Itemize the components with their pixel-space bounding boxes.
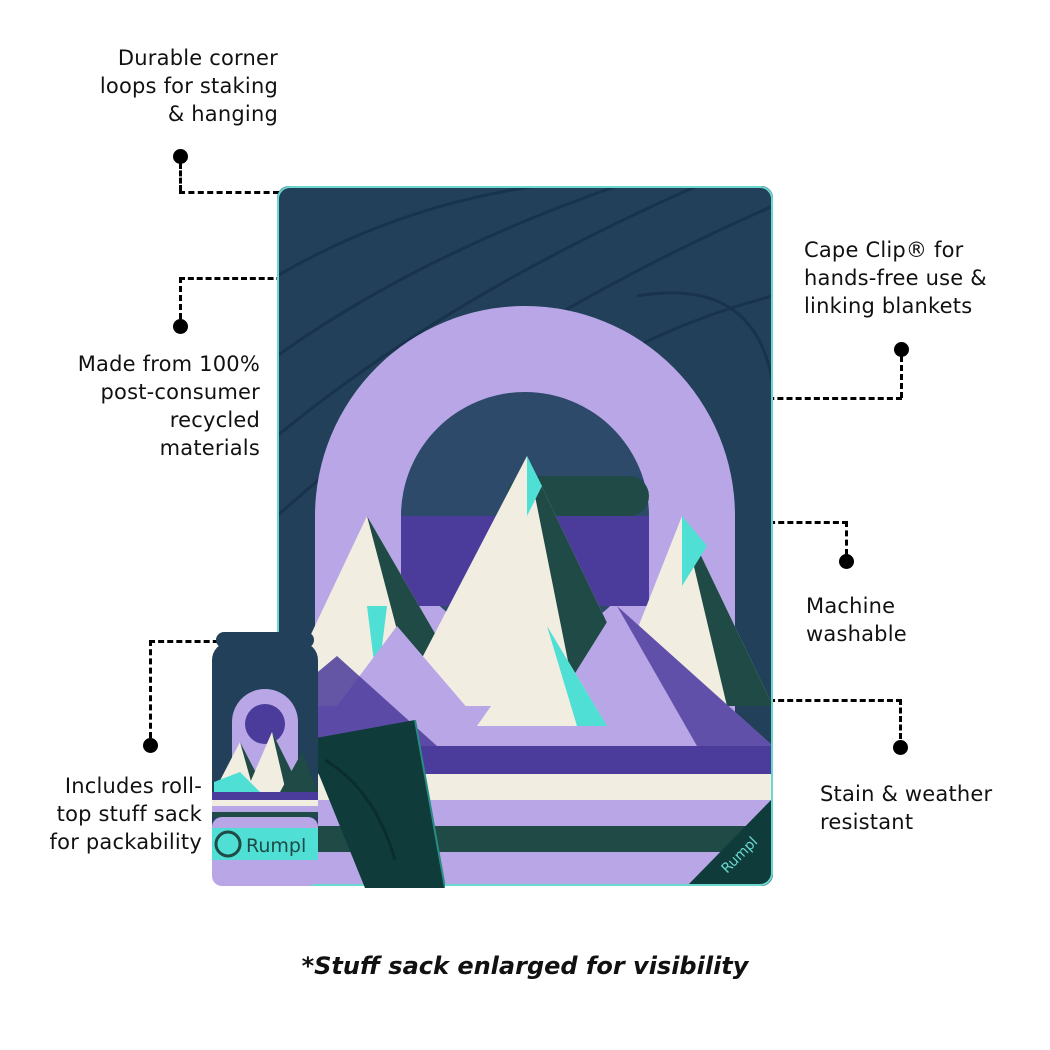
callout-line [149,640,152,738]
feature-text: resistant [820,810,914,834]
feature-text: washable [806,622,907,646]
feature-recycled: Made from 100% post-consumer recycled ma… [40,350,260,462]
feature-stuff-sack: Includes roll- top stuff sack for packab… [20,772,202,856]
callout-line [845,521,848,555]
feature-text: Durable corner [117,46,278,70]
footnote: *Stuff sack enlarged for visibility [301,952,749,980]
stuff-sack-image: Rumpl [212,632,318,886]
callout-line [179,277,309,280]
callout-line [750,397,902,400]
brand-logo: Rumpl [246,835,306,857]
feature-text: Includes roll- [64,774,202,798]
feature-text: hands-free use & [804,266,987,290]
feature-washable: Machine washable [806,592,1006,648]
callout-dot [839,554,854,569]
callout-line [149,640,237,643]
feature-text: recycled [169,408,260,432]
feature-text: for packability [49,830,202,854]
feature-text: Cape Clip® for [804,238,964,262]
feature-cape-clip: Cape Clip® for hands-free use & linking … [804,236,1044,320]
callout-line [760,521,848,524]
callout-line [900,356,903,398]
feature-text: Stain & weather [820,782,993,806]
callout-line [179,191,279,194]
feature-text: & hanging [167,102,278,126]
callout-dot [893,740,908,755]
blanket-folded-corner [305,720,445,888]
feature-text: top stuff sack [56,802,202,826]
feature-corner-loops: Durable corner loops for staking & hangi… [60,44,278,128]
feature-text: loops for staking [99,74,278,98]
feature-text: post-consumer [100,380,260,404]
callout-line [179,163,182,191]
feature-text: Made from 100% [77,352,260,376]
callout-dot [173,319,188,334]
callout-dot [894,342,909,357]
feature-text: linking blankets [804,294,973,318]
feature-text: materials [159,436,260,460]
callout-dot [143,738,158,753]
feature-stain: Stain & weather resistant [820,780,1040,836]
feature-text: Machine [806,594,896,618]
callout-line [760,699,902,702]
callout-line [179,277,182,319]
callout-line [899,699,902,739]
callout-dot [173,149,188,164]
